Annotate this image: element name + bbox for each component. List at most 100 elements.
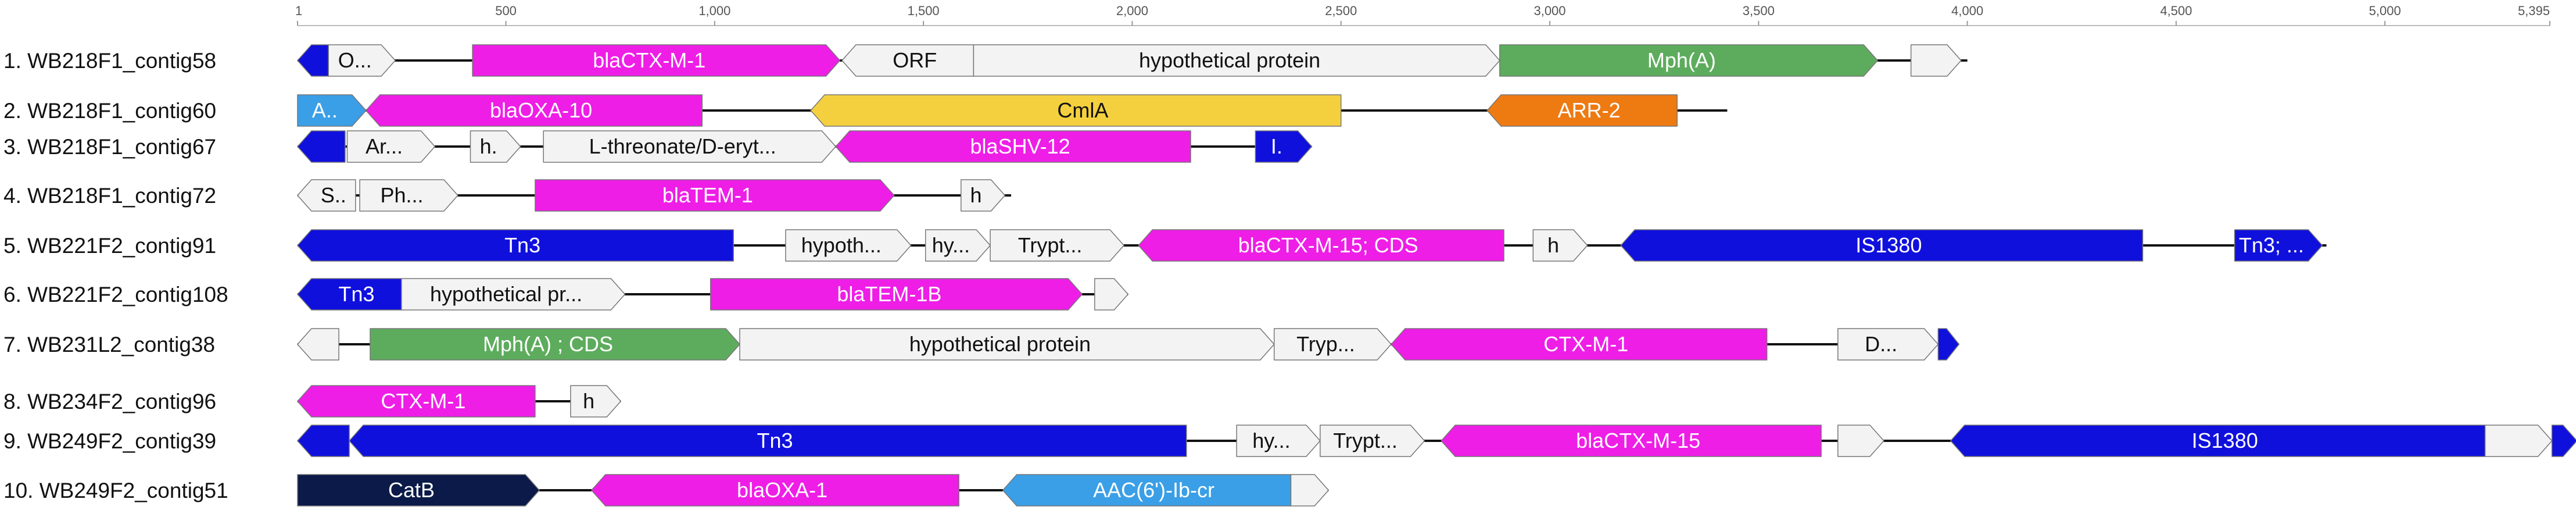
gene-feature[interactable]: h. <box>470 130 521 163</box>
gene-arrow[interactable] <box>1441 425 1822 457</box>
gene-arrow[interactable] <box>297 328 339 361</box>
gene-arrow[interactable] <box>1255 130 1313 163</box>
gene-arrow[interactable] <box>990 229 1124 262</box>
gene-arrow[interactable] <box>297 179 356 212</box>
gene-arrow[interactable] <box>961 179 1006 212</box>
gene-arrow[interactable] <box>349 425 1187 457</box>
gene-arrow[interactable] <box>297 425 350 457</box>
gene-feature[interactable] <box>2484 425 2553 457</box>
gene-feature[interactable]: CatB <box>297 474 540 507</box>
gene-arrow[interactable] <box>2551 425 2576 457</box>
gene-feature[interactable]: ARR-2 <box>1486 94 1678 127</box>
gene-feature[interactable] <box>1837 425 1884 457</box>
gene-arrow[interactable] <box>1910 44 1962 77</box>
gene-arrow[interactable] <box>1950 425 2486 457</box>
gene-arrow[interactable] <box>1320 425 1425 457</box>
gene-arrow[interactable] <box>925 229 991 262</box>
gene-arrow[interactable] <box>1138 229 1504 262</box>
gene-feature[interactable] <box>297 328 339 361</box>
gene-feature[interactable]: CTX-M-1 <box>297 385 536 418</box>
gene-feature[interactable]: S.. <box>297 179 356 212</box>
gene-arrow[interactable] <box>1391 328 1768 361</box>
gene-feature[interactable]: IS1380 <box>1950 425 2486 457</box>
gene-arrow[interactable] <box>346 130 436 163</box>
gene-feature[interactable]: L-threonate/D-eryt... <box>543 130 836 163</box>
gene-arrow[interactable] <box>1273 328 1392 361</box>
gene-feature[interactable]: h <box>570 385 621 418</box>
gene-feature[interactable] <box>1290 474 1329 507</box>
gene-feature[interactable]: blaOXA-1 <box>591 474 959 507</box>
gene-feature[interactable]: hy... <box>1236 425 1321 457</box>
gene-arrow[interactable] <box>470 130 521 163</box>
gene-arrow[interactable] <box>1094 278 1128 311</box>
gene-feature[interactable]: blaCTX-M-15 <box>1441 425 1822 457</box>
gene-feature[interactable]: Tn3 <box>297 229 734 262</box>
gene-arrow[interactable] <box>297 229 734 262</box>
gene-feature[interactable] <box>297 425 350 457</box>
gene-feature[interactable]: Trypt... <box>1320 425 1425 457</box>
gene-feature[interactable]: hypoth... <box>785 229 912 262</box>
gene-feature[interactable] <box>1910 44 1962 77</box>
gene-arrow[interactable] <box>543 130 836 163</box>
gene-arrow[interactable] <box>2234 229 2323 262</box>
gene-feature[interactable]: hypothetical protein <box>739 328 1275 361</box>
gene-feature[interactable]: blaOXA-10 <box>366 94 703 127</box>
gene-arrow[interactable] <box>535 179 895 212</box>
gene-feature[interactable]: Tn3 <box>349 425 1187 457</box>
gene-feature[interactable]: CmlA <box>810 94 1342 127</box>
gene-arrow[interactable] <box>328 44 396 77</box>
gene-arrow[interactable] <box>359 179 458 212</box>
gene-arrow[interactable] <box>1837 328 1939 361</box>
gene-arrow[interactable] <box>401 278 626 311</box>
gene-feature[interactable]: blaCTX-M-15; CDS <box>1138 229 1504 262</box>
gene-arrow[interactable] <box>1937 328 1959 361</box>
gene-feature[interactable] <box>1094 278 1128 311</box>
gene-feature[interactable]: blaSHV-12 <box>835 130 1191 163</box>
gene-arrow[interactable] <box>366 94 703 127</box>
gene-feature[interactable]: Tryp... <box>1273 328 1392 361</box>
gene-feature[interactable]: I. <box>1255 130 1313 163</box>
gene-arrow[interactable] <box>570 385 621 418</box>
gene-arrow[interactable] <box>591 474 959 507</box>
gene-feature[interactable]: hy... <box>925 229 991 262</box>
gene-arrow[interactable] <box>297 278 402 311</box>
gene-arrow[interactable] <box>841 44 974 77</box>
gene-feature[interactable]: blaTEM-1B <box>710 278 1083 311</box>
gene-arrow[interactable] <box>297 130 346 163</box>
gene-arrow[interactable] <box>370 328 740 361</box>
gene-feature[interactable]: CTX-M-1 <box>1391 328 1768 361</box>
gene-arrow[interactable] <box>1620 229 2144 262</box>
gene-feature[interactable]: A.. <box>297 94 367 127</box>
gene-arrow[interactable] <box>1486 94 1678 127</box>
gene-feature[interactable] <box>297 130 346 163</box>
gene-feature[interactable]: Mph(A) <box>1499 44 1878 77</box>
gene-arrow[interactable] <box>710 278 1083 311</box>
gene-feature[interactable] <box>2551 425 2576 457</box>
gene-arrow[interactable] <box>810 94 1342 127</box>
gene-feature[interactable]: Tn3; ... <box>2234 229 2323 262</box>
gene-feature[interactable]: Tn3 <box>297 278 402 311</box>
gene-arrow[interactable] <box>297 44 329 77</box>
gene-feature[interactable] <box>297 44 329 77</box>
gene-arrow[interactable] <box>1236 425 1321 457</box>
gene-arrow[interactable] <box>1499 44 1878 77</box>
gene-feature[interactable]: h <box>961 179 1006 212</box>
gene-feature[interactable]: AAC(6')-Ib-cr <box>1002 474 1292 507</box>
gene-arrow[interactable] <box>1532 229 1588 262</box>
gene-feature[interactable] <box>1937 328 1959 361</box>
gene-arrow[interactable] <box>973 44 1500 77</box>
gene-feature[interactable]: hypothetical protein <box>973 44 1500 77</box>
gene-feature[interactable]: Ar... <box>346 130 436 163</box>
gene-feature[interactable]: blaCTX-M-1 <box>472 44 841 77</box>
gene-arrow[interactable] <box>2484 425 2553 457</box>
gene-feature[interactable]: blaTEM-1 <box>535 179 895 212</box>
gene-arrow[interactable] <box>1837 425 1884 457</box>
gene-feature[interactable]: D... <box>1837 328 1939 361</box>
gene-arrow[interactable] <box>297 385 536 418</box>
gene-arrow[interactable] <box>1290 474 1329 507</box>
gene-arrow[interactable] <box>835 130 1191 163</box>
gene-arrow[interactable] <box>297 94 367 127</box>
gene-feature[interactable]: Ph... <box>359 179 458 212</box>
gene-feature[interactable]: Trypt... <box>990 229 1124 262</box>
gene-feature[interactable]: h <box>1532 229 1588 262</box>
